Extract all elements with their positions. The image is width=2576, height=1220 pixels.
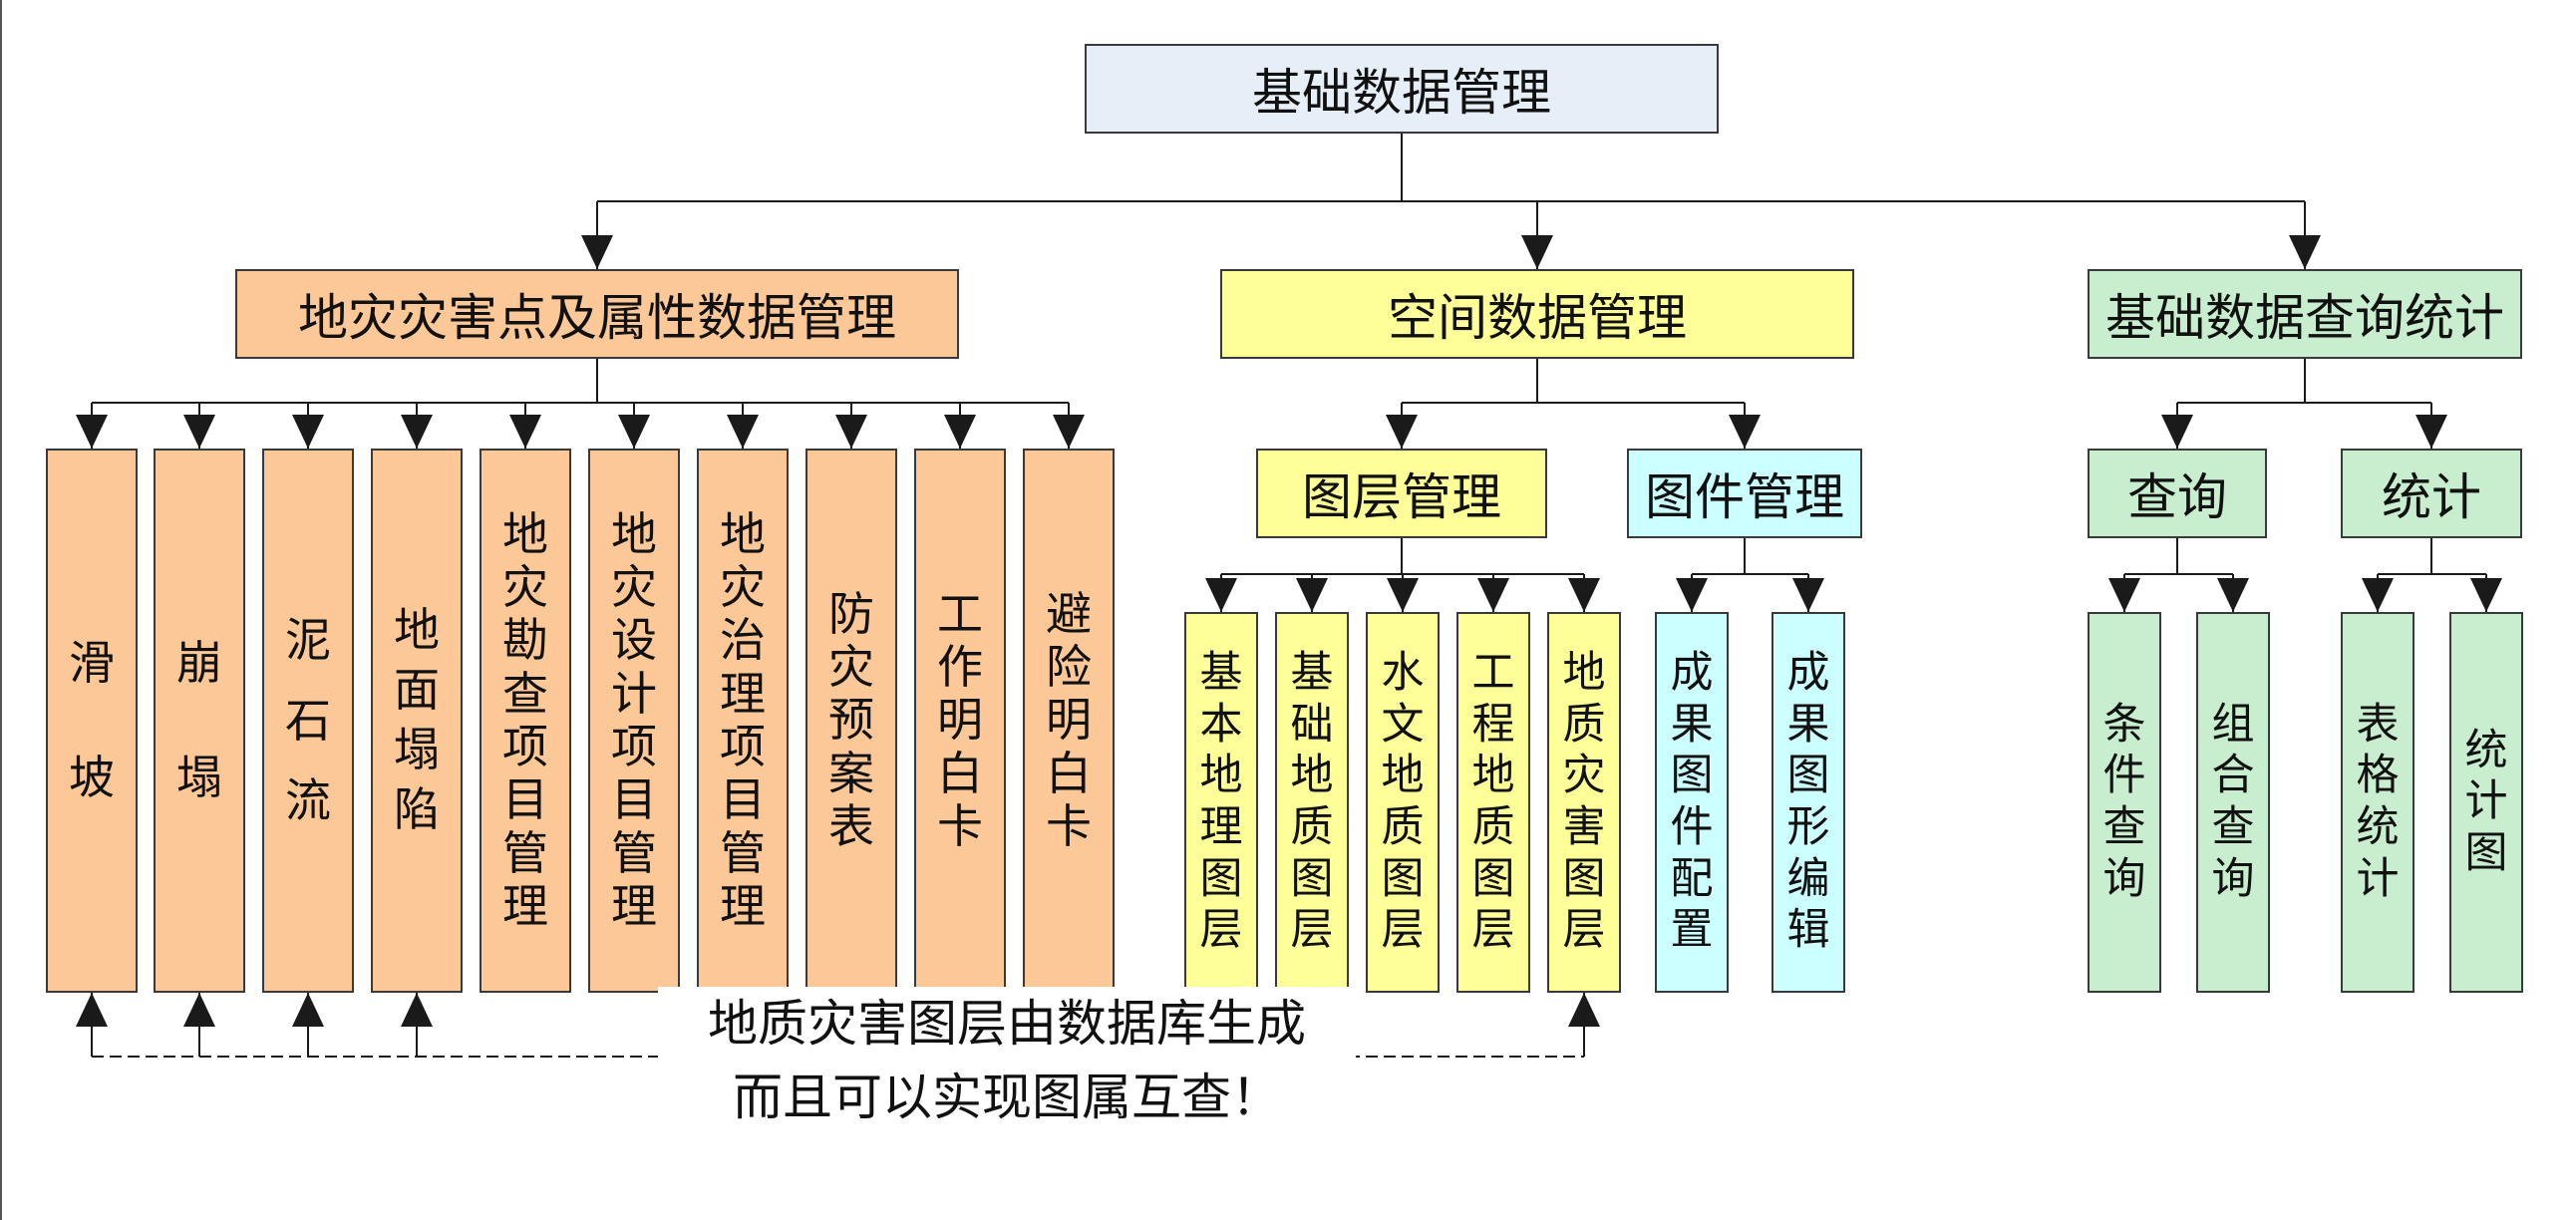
node-label: 基础数据查询统计 bbox=[2105, 289, 2504, 347]
node-query-stats: 基础数据查询统计 bbox=[2088, 269, 2522, 359]
leaf-evacuation-card: 避险明白卡 bbox=[1023, 449, 1115, 993]
leaf-combined-query: 组合查询 bbox=[2196, 612, 2270, 993]
leaf-statistics-chart: 统计图 bbox=[2449, 612, 2523, 993]
leaf-engineering-geology-layer: 工程地质图层 bbox=[1456, 612, 1530, 993]
arrowhead bbox=[2415, 415, 2447, 449]
leaf-hydrogeology-layer: 水文地质图层 bbox=[1366, 612, 1440, 993]
arrowhead bbox=[1477, 578, 1509, 612]
arrowhead bbox=[292, 415, 324, 449]
arrowhead bbox=[727, 415, 759, 449]
arrowhead bbox=[183, 415, 215, 449]
leaf-governance-project: 地灾治理项目管理 bbox=[697, 449, 789, 993]
arrowhead bbox=[1568, 993, 1600, 1027]
arrowhead bbox=[509, 415, 541, 449]
leaf-result-graphic-edit: 成果图形编辑 bbox=[1771, 612, 1845, 993]
leaf-label: 崩 塌 bbox=[176, 636, 222, 804]
leaf-collapse: 崩 塌 bbox=[154, 449, 245, 993]
arrowhead bbox=[1053, 415, 1085, 449]
arrowhead bbox=[2217, 578, 2249, 612]
leaf-landslide: 滑 坡 bbox=[46, 449, 138, 993]
leaf-label: 条件查询 bbox=[2102, 699, 2146, 904]
arrowhead bbox=[1729, 415, 1761, 449]
leaf-label: 基本地理图层 bbox=[1199, 648, 1243, 956]
leaf-label: 滑 坡 bbox=[69, 636, 115, 804]
leaf-geohazard-layer: 地质灾害图层 bbox=[1547, 612, 1621, 993]
arrowhead bbox=[1676, 578, 1708, 612]
leaf-survey-project: 地灾勘查项目管理 bbox=[480, 449, 571, 993]
leaf-label: 工作明白卡 bbox=[937, 586, 983, 854]
leaf-label: 地灾勘查项目管理 bbox=[502, 506, 548, 934]
leaf-label: 水文地质图层 bbox=[1381, 648, 1425, 956]
leaf-label: 地 面 塌 陷 bbox=[394, 603, 440, 836]
leaf-label: 地灾治理项目管理 bbox=[720, 506, 766, 934]
leaf-ground-subsidence: 地 面 塌 陷 bbox=[371, 449, 463, 993]
arrowhead bbox=[1386, 415, 1418, 449]
arrowhead bbox=[1521, 235, 1553, 269]
leaf-label: 统计图 bbox=[2464, 725, 2508, 878]
root-node: 基础数据管理 bbox=[1085, 44, 1719, 134]
node-statistics: 统计 bbox=[2341, 449, 2522, 538]
node-label: 图层管理 bbox=[1302, 468, 1501, 526]
node-query: 查询 bbox=[2088, 449, 2267, 538]
arrowhead bbox=[292, 993, 324, 1027]
leaf-label: 成果图件配置 bbox=[1670, 648, 1714, 956]
arrowhead bbox=[835, 415, 867, 449]
arrowhead bbox=[401, 415, 433, 449]
leaf-debris-flow: 泥 石 流 bbox=[262, 449, 354, 993]
leaf-label: 地质灾害图层 bbox=[1562, 648, 1606, 956]
node-label: 空间数据管理 bbox=[1388, 289, 1687, 347]
arrowhead bbox=[2108, 578, 2140, 612]
leaf-label: 成果图形编辑 bbox=[1786, 648, 1830, 956]
node-layer-mgmt: 图层管理 bbox=[1256, 449, 1547, 538]
arrowhead bbox=[1568, 578, 1600, 612]
arrowhead bbox=[944, 415, 976, 449]
root-label: 基础数据管理 bbox=[1252, 64, 1551, 122]
arrowhead bbox=[401, 993, 433, 1027]
leaf-basic-geography-layer: 基本地理图层 bbox=[1184, 612, 1258, 993]
leaf-label: 地灾设计项目管理 bbox=[611, 506, 657, 934]
leaf-design-project: 地灾设计项目管理 bbox=[588, 449, 680, 993]
leaf-label: 表格统计 bbox=[2356, 699, 2400, 904]
arrowhead bbox=[581, 235, 613, 269]
annotation-note: 地质灾害图层由数据库生成 而且可以实现图属互查！ bbox=[658, 987, 1356, 1134]
node-disaster-data-mgmt: 地灾灾害点及属性数据管理 bbox=[235, 269, 959, 359]
node-spatial-data-mgmt: 空间数据管理 bbox=[1220, 269, 1854, 359]
leaf-condition-query: 条件查询 bbox=[2088, 612, 2161, 993]
node-label: 统计 bbox=[2382, 468, 2481, 526]
arrowhead bbox=[2470, 578, 2502, 612]
node-label: 图件管理 bbox=[1645, 468, 1844, 526]
arrowhead bbox=[76, 993, 108, 1027]
node-figure-mgmt: 图件管理 bbox=[1627, 449, 1862, 538]
leaf-label: 组合查询 bbox=[2211, 699, 2255, 904]
leaf-result-figure-config: 成果图件配置 bbox=[1655, 612, 1729, 993]
leaf-label: 泥 石 流 bbox=[285, 613, 331, 828]
leaf-basic-geology-layer: 基础地质图层 bbox=[1275, 612, 1349, 993]
arrowhead bbox=[1205, 578, 1237, 612]
leaf-label: 基础地质图层 bbox=[1290, 648, 1334, 956]
leaf-work-card: 工作明白卡 bbox=[914, 449, 1006, 993]
arrowhead bbox=[183, 993, 215, 1027]
arrowhead bbox=[1792, 578, 1824, 612]
arrowhead bbox=[2362, 578, 2394, 612]
arrowhead bbox=[76, 415, 108, 449]
leaf-label: 避险明白卡 bbox=[1046, 586, 1092, 854]
leaf-label: 工程地质图层 bbox=[1471, 648, 1515, 956]
arrowhead bbox=[618, 415, 650, 449]
arrowhead bbox=[2289, 235, 2321, 269]
leaf-prevention-plan: 防灾预案表 bbox=[805, 449, 897, 993]
leaf-table-statistics: 表格统计 bbox=[2341, 612, 2415, 993]
note-line-2: 而且可以实现图属互查！ bbox=[658, 1061, 1356, 1134]
arrowhead bbox=[1296, 578, 1328, 612]
node-label: 地灾灾害点及属性数据管理 bbox=[298, 289, 896, 347]
node-label: 查询 bbox=[2127, 468, 2227, 526]
leaf-label: 防灾预案表 bbox=[828, 586, 874, 854]
note-line-1: 地质灾害图层由数据库生成 bbox=[658, 987, 1356, 1061]
arrowhead bbox=[2161, 415, 2193, 449]
arrowhead bbox=[1387, 578, 1419, 612]
